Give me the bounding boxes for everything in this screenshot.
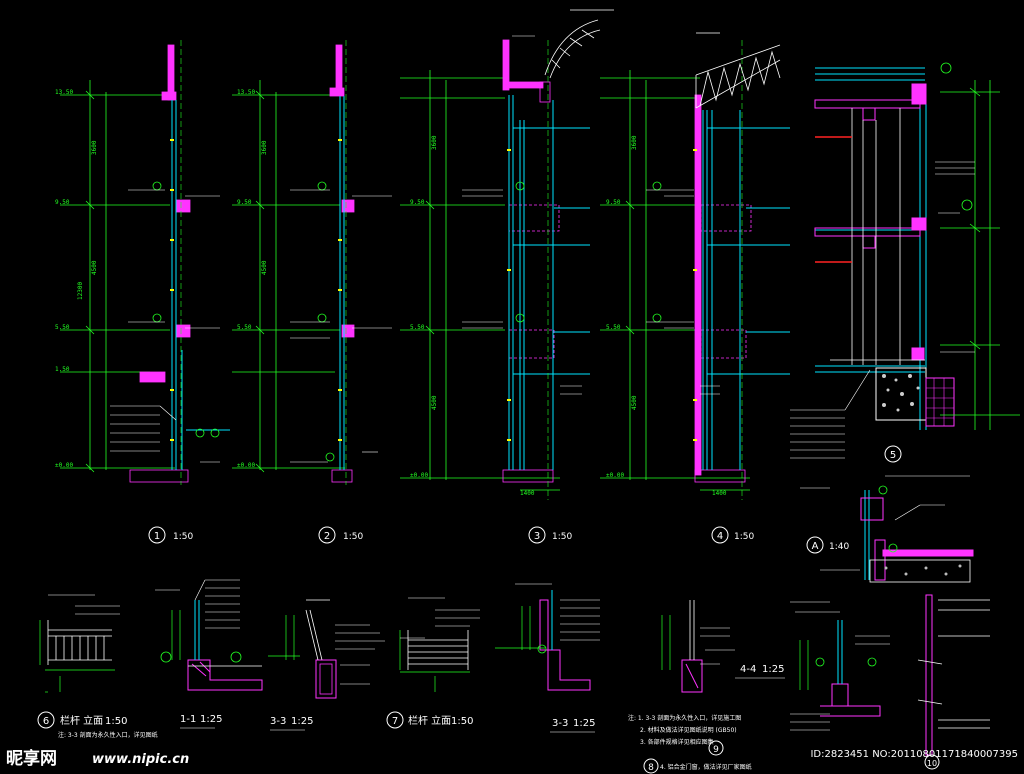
level-label: ±0.00: [237, 462, 255, 469]
drawing-marker-5: 5: [884, 445, 902, 463]
bottom-titles: 6 栏杆 立面 1:50 注: 3-3 剖面为永久性入口，详见图纸 1-1 1:…: [37, 664, 940, 774]
s33a-title: 3-3: [270, 716, 286, 727]
level-label: 9.50: [237, 199, 252, 206]
marker-scale: 1:50: [343, 532, 363, 542]
level-label: 1.50: [55, 366, 70, 373]
note-line: 2. 材料及做法详见图纸说明 (GB50): [640, 726, 737, 734]
s33b-scale: 1:25: [573, 718, 595, 729]
watermark: 昵享网 www.nipic.cn ID:2823451 NO:201108011…: [6, 748, 1018, 769]
s44-scale: 1:25: [762, 664, 784, 675]
dim-text: 1400: [712, 490, 727, 497]
dim-text: 4500: [631, 395, 638, 410]
level-label: 5.50: [410, 324, 425, 331]
elevation-1: [60, 40, 230, 485]
s33a-scale: 1:25: [291, 716, 313, 727]
drawing-marker-a: A 1:40: [806, 536, 849, 554]
level-label: ±0.00: [55, 462, 73, 469]
d6-title: 栏杆 立面: [60, 714, 103, 727]
d8-num: 8: [648, 763, 654, 773]
marker-number: 1: [154, 531, 160, 542]
d10-num: 10: [927, 759, 937, 768]
level-label: 5.50: [55, 324, 70, 331]
marker-scale: 1:50: [734, 532, 754, 542]
level-label: 5.50: [237, 324, 252, 331]
dim-text: 12300: [77, 282, 84, 300]
s11-title: 1-1: [180, 714, 196, 725]
d9-num: 9: [713, 745, 719, 755]
section-5: [790, 62, 1020, 459]
level-label: 13.50: [55, 89, 73, 96]
dim-text: 1400: [520, 490, 535, 497]
drawing-marker-3: 3 1:50: [528, 526, 572, 544]
detail-a: [800, 475, 974, 583]
s11-scale: 1:25: [200, 714, 222, 725]
elevation-3: [400, 9, 614, 500]
dimension-numbers: 3600 4500 12300 3600 4500 3600 4500 3600…: [77, 135, 727, 497]
general-notes: 注: 1. 3-3 剖面为永久性入口，详见施工图 2. 材料及做法详见图纸说明 …: [628, 714, 752, 771]
level-label: 5.50: [606, 324, 621, 331]
s44-title: 4-4: [740, 664, 756, 675]
drawing-markers: 1 1:50 2 1:50 3 1:50 4 1:50 5 A 1:40: [148, 445, 902, 554]
dim-text: 3600: [631, 135, 638, 150]
d6-num: 6: [43, 716, 49, 727]
marker-number: 2: [324, 531, 330, 542]
marker-scale: 1:50: [173, 532, 193, 542]
dim-text: 4500: [261, 260, 268, 275]
d7-scale: 1:50: [451, 716, 473, 727]
level-label: ±0.00: [606, 472, 624, 479]
marker-number: A: [812, 541, 819, 552]
d6-scale: 1:50: [105, 716, 127, 727]
dim-text: 3600: [431, 135, 438, 150]
level-label: 9.50: [606, 199, 621, 206]
marker-scale: 1:40: [829, 542, 849, 552]
watermark-logo: 昵享网: [6, 748, 57, 769]
watermark-url: www.nipic.cn: [92, 752, 189, 767]
level-label: 9.50: [410, 199, 425, 206]
bottom-details: [39, 579, 990, 756]
s33b-title: 3-3: [552, 718, 568, 729]
note-line: 3. 各部件规格详见相应图集: [640, 738, 714, 746]
note-line: 注: 1. 3-3 剖面为永久性入口，详见施工图: [628, 714, 741, 722]
watermark-id: ID:2823451 NO:20110801171840007395: [810, 749, 1018, 760]
level-label: 9.50: [55, 199, 70, 206]
dim-text: 4500: [91, 260, 98, 275]
dim-text: 3600: [91, 140, 98, 155]
level-label: 13.50: [237, 89, 255, 96]
marker-number: 4: [717, 531, 723, 542]
notes-underlines: [180, 677, 785, 733]
drawing-marker-1: 1 1:50: [148, 526, 193, 544]
marker-number: 3: [534, 531, 540, 542]
dim-text: 3600: [261, 140, 268, 155]
marker-number: 5: [890, 450, 896, 461]
d7-num: 7: [392, 716, 398, 727]
note-line: 4. 铝合金门窗，做法详见厂家图纸: [660, 763, 752, 771]
elevation-2: [232, 40, 392, 485]
dim-text: 4500: [431, 395, 438, 410]
elevation-4: [600, 32, 790, 500]
drawing-marker-2: 2 1:50: [318, 526, 363, 544]
marker-scale: 1:50: [552, 532, 572, 542]
elevation-level-labels: 13.50 9.50 5.50 1.50 ±0.00 13.50 9.50 5.…: [55, 89, 624, 479]
level-label: ±0.00: [410, 472, 428, 479]
d7-title: 栏杆 立面: [408, 714, 451, 727]
d6-note: 注: 3-3 剖面为永久性入口，详见图纸: [58, 731, 158, 739]
drawing-marker-4: 4 1:50: [711, 526, 754, 544]
